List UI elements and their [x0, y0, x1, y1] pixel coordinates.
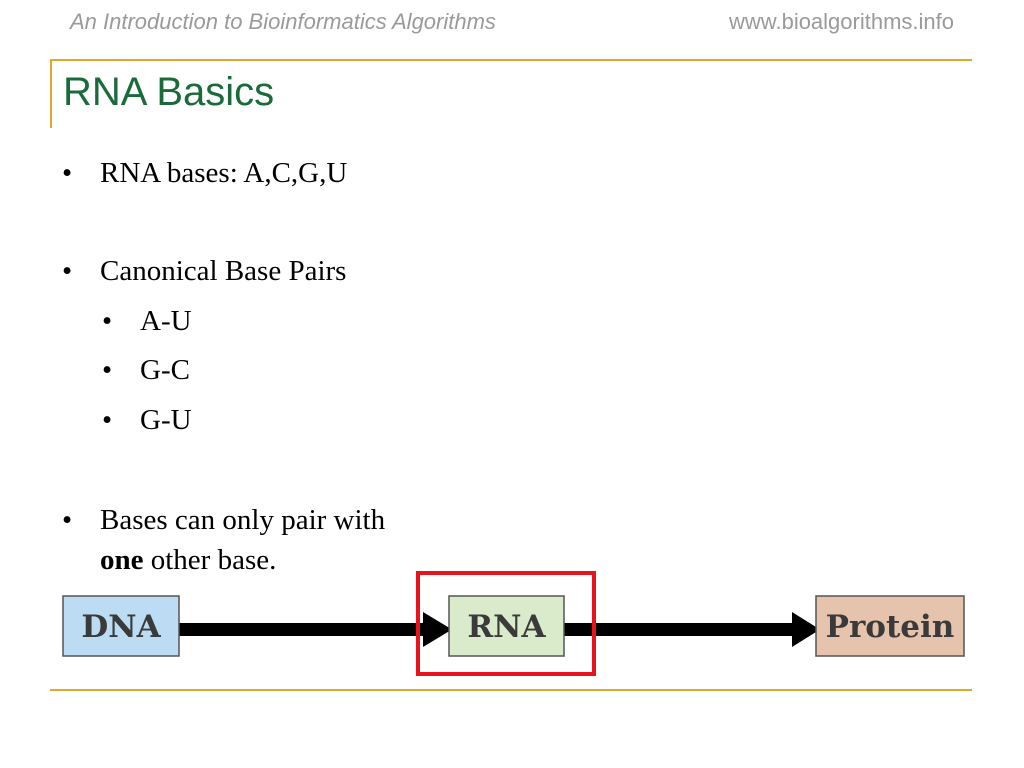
- bullet-dot: •: [62, 255, 73, 287]
- title-vertical-rule: [50, 59, 52, 128]
- dna-box: [62, 595, 180, 657]
- bullet-dot: •: [62, 157, 73, 189]
- arrow-shaft-dna-rna: [178, 623, 423, 636]
- arrow-head-rna-protein: [792, 612, 820, 647]
- sub-bullet-a-u: • A-U: [102, 301, 192, 341]
- bullet-pairing-rule: • Bases can only pair with one other bas…: [62, 500, 386, 580]
- website-header: www.bioalgorithms.info: [729, 9, 954, 34]
- bullet-emphasis: one: [100, 544, 144, 576]
- protein-box: [815, 595, 965, 657]
- sub-bullet-text: A-U: [140, 305, 192, 337]
- book-title-header: An Introduction to Bioinformatics Algori…: [70, 9, 496, 34]
- bullet-rna-bases: • RNA bases: A,C,G,U: [62, 153, 348, 193]
- bullet-text: RNA bases: A,C,G,U: [100, 157, 348, 189]
- sub-bullet-g-c: • G-C: [102, 350, 190, 390]
- rna-label: RNA: [467, 609, 546, 645]
- rna-highlight-frame: [416, 571, 596, 676]
- bullet-canonical-pairs: • Canonical Base Pairs: [62, 251, 347, 291]
- slide-title: RNA Basics: [63, 70, 275, 114]
- bullet-text: Canonical Base Pairs: [100, 255, 347, 287]
- bullet-dot: •: [102, 354, 113, 386]
- title-rule: [50, 59, 972, 61]
- arrow-head-dna-rna: [423, 612, 452, 647]
- protein-label: Protein: [826, 609, 955, 645]
- sub-bullet-text: G-C: [140, 354, 190, 386]
- sub-bullet-g-u: • G-U: [102, 400, 192, 440]
- bullet-dot: •: [102, 404, 113, 436]
- sub-bullet-text: G-U: [140, 404, 192, 436]
- bottom-rule: [50, 689, 972, 691]
- bullet-text-line2: other base.: [143, 544, 277, 576]
- bullet-text-line1: Bases can only pair with: [100, 504, 386, 536]
- dna-label: DNA: [81, 609, 161, 645]
- bullet-dot: •: [102, 305, 113, 337]
- rna-box: [448, 595, 565, 657]
- arrow-shaft-rna-protein: [563, 623, 796, 636]
- bullet-dot: •: [62, 504, 73, 536]
